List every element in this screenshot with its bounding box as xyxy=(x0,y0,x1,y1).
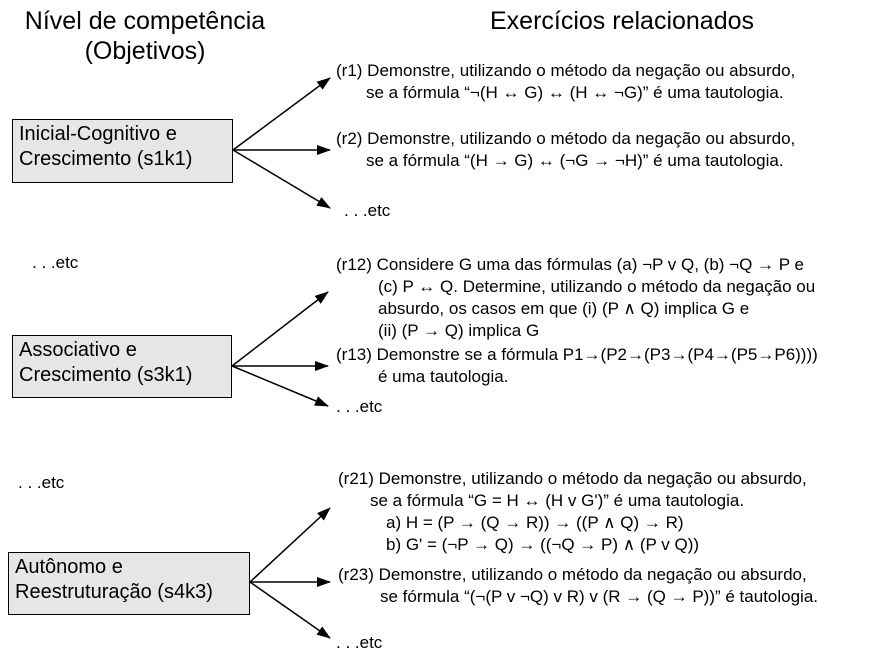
level-box-s1k1: Inicial-Cognitivo e Crescimento (s1k1) xyxy=(12,119,233,183)
exercise-r2-line2: se a fórmula “(H → G) ↔ (¬G → ¬H)” é uma… xyxy=(366,151,784,170)
level-s4k3-line1: Autônomo e xyxy=(15,556,123,578)
left-header-line1: Nível de competência xyxy=(24,7,266,35)
arrow-s1k1-r1 xyxy=(232,77,331,151)
exercise-r2-line1: (r2) Demonstre, utilizando o método da n… xyxy=(336,129,796,148)
level-s1k1-line1: Inicial-Cognitivo e xyxy=(19,123,177,145)
exercise-r1-line1: (r1) Demonstre, utilizando o método da n… xyxy=(336,61,796,80)
exercise-r13-line2: é uma tautologia. xyxy=(378,367,509,386)
left-etc-1: . . .etc xyxy=(32,253,79,272)
exercise-r23: (r23) Demonstre, utilizando o método da … xyxy=(338,564,818,608)
left-header: Nível de competência (Objetivos) xyxy=(10,6,280,66)
exercise-r13: (r13) Demonstre se a fórmula P1→(P2→(P3→… xyxy=(336,344,818,388)
arrow-s3k1-r12 xyxy=(231,291,329,367)
exercise-r12-line1: (r12) Considere G uma das fórmulas (a) ¬… xyxy=(336,255,804,274)
left-header-line2: (Objetivos) xyxy=(84,37,206,65)
arrow-s4k3-r21 xyxy=(249,507,331,583)
exercise-r23-line1: (r23) Demonstre, utilizando o método da … xyxy=(338,565,807,584)
group3-etc: . . .etc xyxy=(336,633,383,652)
exercise-r12-line3: absurdo, os casos em que (i) (P ∧ Q) imp… xyxy=(378,299,750,318)
group1-etc: . . .etc xyxy=(344,201,391,220)
exercise-r12-line4: (ii) (P → Q) implica G xyxy=(378,321,540,340)
level-s3k1-line1: Associativo e xyxy=(19,339,137,361)
level-s4k3-line2: Reestruturação (s4k3) xyxy=(15,581,213,603)
level-box-s4k3: Autônomo e Reestruturação (s4k3) xyxy=(8,552,250,615)
exercise-r21-line2: se a fórmula “G = H ↔ (H v G')” é uma ta… xyxy=(370,491,745,510)
left-etc-2: . . .etc xyxy=(18,473,65,492)
level-s3k1-line2: Crescimento (s3k1) xyxy=(19,364,193,386)
group2-etc: . . .etc xyxy=(336,397,383,416)
exercise-r12: (r12) Considere G uma das fórmulas (a) ¬… xyxy=(336,254,815,342)
exercise-r21: (r21) Demonstre, utilizando o método da … xyxy=(338,468,807,556)
level-box-s3k1: Associativo e Crescimento (s3k1) xyxy=(12,335,232,398)
exercise-r21-line3: a) H = (P → (Q → R)) → ((P ∧ Q) → R) xyxy=(386,513,684,532)
exercise-r1: (r1) Demonstre, utilizando o método da n… xyxy=(336,60,795,104)
right-header: Exercícios relacionados xyxy=(490,7,755,35)
exercise-r13-line1: (r13) Demonstre se a fórmula P1→(P2→(P3→… xyxy=(336,345,818,364)
exercise-r21-line4: b) G' = (¬P → Q) → ((¬Q → P) ∧ (P v Q)) xyxy=(386,535,700,554)
level-s1k1-line2: Crescimento (s1k1) xyxy=(19,148,193,170)
exercise-r21-line1: (r21) Demonstre, utilizando o método da … xyxy=(338,469,807,488)
exercise-r23-line2: se fórmula “(¬(P v ¬Q) v R) v (R → (Q → … xyxy=(380,587,819,606)
arrow-s3k1-etc xyxy=(231,365,329,407)
arrow-s1k1-etc xyxy=(232,149,331,209)
exercise-r1-line2: se a fórmula “¬(H ↔ G) ↔ (H ↔ ¬G)” é uma… xyxy=(366,83,784,102)
exercise-r12-line2: (c) P ↔ Q. Determine, utilizando o métod… xyxy=(378,277,816,296)
exercise-r2: (r2) Demonstre, utilizando o método da n… xyxy=(336,128,795,172)
arrow-s4k3-etc xyxy=(249,581,331,639)
